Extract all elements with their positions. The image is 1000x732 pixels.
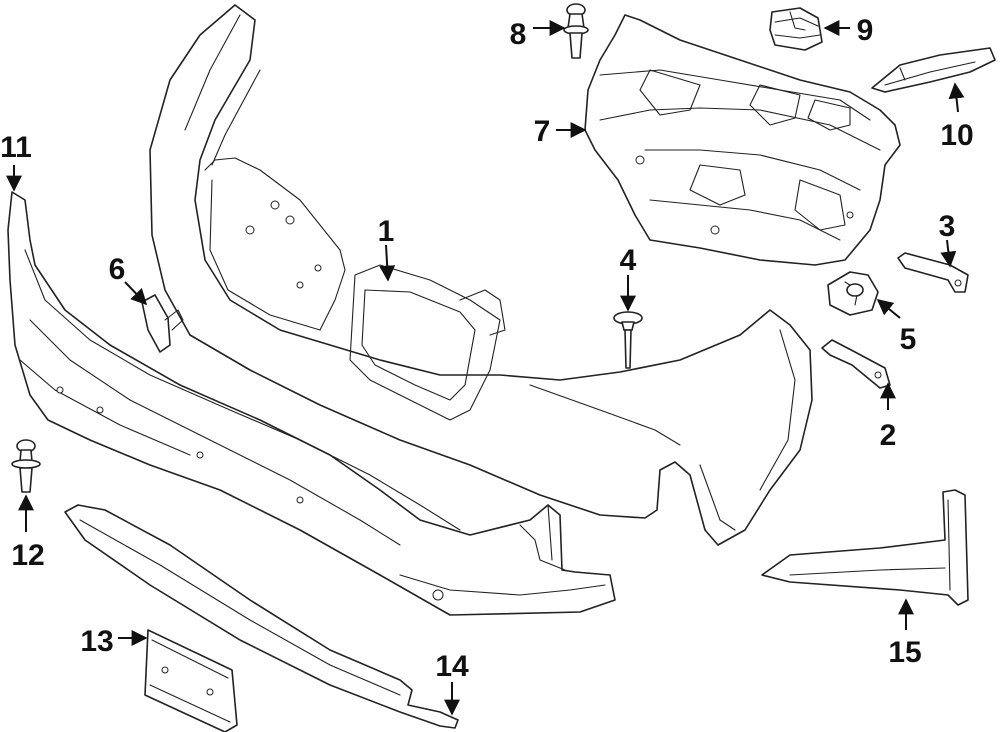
callout-2: 2 [880,419,897,452]
callout-7: 7 [534,115,551,148]
lower-bumper-section[interactable] [7,191,616,616]
callout-12: 12 [11,539,44,572]
leader-1 [379,244,396,282]
side-trim-panel[interactable] [761,489,969,606]
license-plate-bracket[interactable] [144,629,238,732]
retainer-clip[interactable] [769,7,823,51]
lower-trim-strip[interactable] [64,504,459,729]
callout-8: 8 [510,18,527,51]
callout-5: 5 [900,323,917,356]
callout-10: 10 [940,119,973,152]
leader-3 [940,239,957,268]
callout-6: 6 [109,253,126,286]
callout-1: 1 [378,215,395,248]
callout-14: 14 [435,650,469,683]
air-duct[interactable] [871,47,996,93]
leader-6 [124,281,148,306]
callout-13: 13 [80,625,113,658]
leader-5 [876,298,901,319]
bolt[interactable] [613,311,643,369]
sensor-holder[interactable] [827,271,879,316]
callout-9: 9 [857,14,874,47]
callout-15: 15 [888,636,921,669]
side-bracket-2[interactable] [821,339,891,389]
bumper-cover[interactable] [149,4,813,546]
callout-3: 3 [939,210,956,243]
callout-11: 11 [0,131,32,164]
callout-4: 4 [620,244,637,277]
side-bracket-3[interactable] [897,252,969,293]
push-clip[interactable] [563,3,589,59]
cover-cap[interactable] [141,294,184,353]
bumper-carrier[interactable] [584,14,901,266]
leader-10 [948,82,965,113]
push-rivet[interactable] [11,439,41,493]
